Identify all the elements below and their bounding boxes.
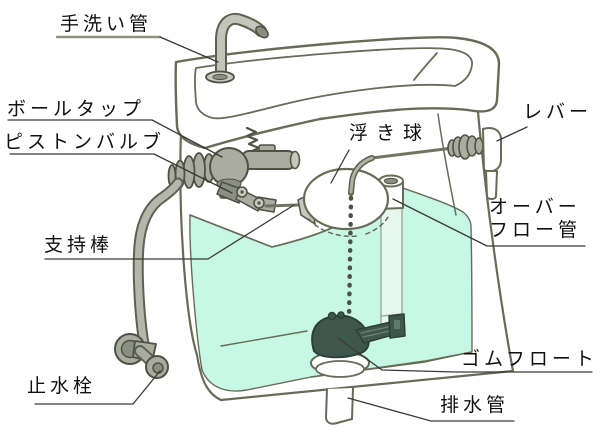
flapper-arm-ridges [360, 325, 395, 338]
tank-lid [174, 36, 501, 150]
ball-tap-assembly [167, 126, 301, 212]
label-overflow-pipe: オーバーフロー管 [489, 196, 581, 242]
label-piston-valve: ピストンバルブ [4, 131, 166, 153]
lever-handle [482, 127, 502, 173]
pivot-pin [257, 201, 261, 205]
lift-wire [349, 156, 374, 194]
leader-support-rod [44, 204, 295, 260]
stop-valve-knob-center [152, 362, 164, 374]
supply-pipe [134, 179, 182, 359]
label-support-rod: 支持棒 [44, 234, 114, 256]
tank-left-wall [179, 128, 223, 402]
leader-rubber-float [337, 337, 593, 373]
stop-valve [114, 333, 169, 379]
label-ball-tap: ボールタップ [7, 98, 146, 120]
lever-axle [447, 134, 484, 160]
label-rubber-float: ゴムフロート [461, 348, 598, 370]
overflow-pipe-opening [384, 177, 398, 185]
lever [447, 127, 502, 200]
lever-linkage [346, 145, 463, 323]
flapper-knob [327, 311, 337, 321]
lid-basin-rim [193, 47, 473, 120]
leader-ball-tap [7, 119, 223, 158]
leader-hand-wash-pipe [159, 36, 219, 63]
label-overflow-pipe-line2: フロー管 [489, 219, 582, 241]
float-waterline-dash-right [365, 216, 389, 235]
water-reflection-line [220, 330, 308, 347]
faucet-mouth [255, 25, 269, 39]
hand-wash-pipe [205, 13, 269, 84]
drain-pipe [325, 387, 354, 425]
label-hand-wash-pipe: 手洗い管 [60, 13, 153, 35]
flapper-knob [337, 311, 345, 319]
lid-accent-arc [413, 52, 438, 81]
tank-bottom-edge [219, 369, 515, 402]
axle-ring [474, 137, 484, 155]
leader-drain-pipe [347, 397, 515, 422]
flapper-hinge-slot [394, 320, 400, 329]
faucet-base-hole [212, 73, 228, 81]
label-lever: レバー [523, 101, 593, 123]
rubber-float-flapper [310, 311, 406, 378]
label-overflow-pipe-line1: オーバー [489, 196, 581, 218]
leader-overflow-pipe [392, 198, 586, 247]
overflow-pipe-submerged [380, 207, 403, 319]
valve-seat-inner [315, 360, 365, 378]
leader-lever [496, 126, 528, 142]
pivot-pin [240, 190, 244, 194]
leader-lines [7, 35, 593, 422]
label-stop-valve: 止水栓 [27, 375, 97, 397]
float-waterline-dash-left [308, 218, 359, 238]
leader-float-ball [330, 149, 350, 184]
leader-stop-valve [34, 370, 161, 405]
supply-line [114, 177, 184, 379]
chain [346, 195, 354, 323]
cylinder-end-cap [289, 150, 301, 170]
float-ball [302, 167, 390, 231]
water-surface-edge [189, 214, 337, 248]
leader-piston-valve [9, 153, 233, 194]
bellows [167, 152, 215, 189]
tank-interior-corner-line [437, 113, 457, 216]
label-drain-pipe: 排水管 [440, 394, 510, 416]
ball-tap-cylinder [241, 150, 296, 170]
lever-handle-stem [485, 170, 498, 200]
lever-rod [370, 145, 463, 160]
label-float-ball: 浮き球 [349, 122, 431, 144]
